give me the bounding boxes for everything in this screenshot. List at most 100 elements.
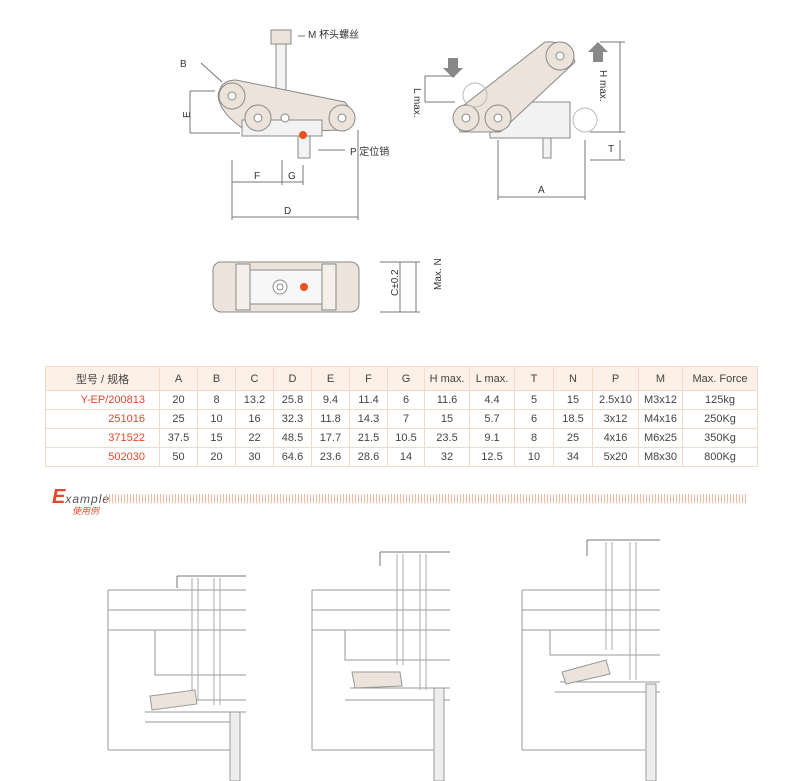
value-cell: 18.5 bbox=[553, 409, 593, 429]
value-cell: 3x12 bbox=[592, 409, 639, 429]
header-h-max: H max. bbox=[424, 366, 470, 391]
label-max-n: Max. N bbox=[433, 258, 444, 290]
value-cell: 37.5 bbox=[159, 428, 198, 448]
label-h-max: H max. bbox=[597, 70, 608, 102]
value-cell: 4.4 bbox=[469, 390, 515, 410]
value-cell: 16 bbox=[235, 409, 274, 429]
value-cell: 250Kg bbox=[682, 409, 758, 429]
value-cell: 7 bbox=[387, 409, 425, 429]
value-cell: 14 bbox=[387, 447, 425, 467]
header-f: F bbox=[349, 366, 388, 391]
value-cell: 34 bbox=[553, 447, 593, 467]
header-max-force: Max. Force bbox=[682, 366, 758, 391]
label-l-max: L max. bbox=[411, 88, 422, 118]
model-cell: 371522 bbox=[45, 428, 160, 448]
value-cell: 11.8 bbox=[311, 409, 350, 429]
value-cell: 23.6 bbox=[311, 447, 350, 467]
label-f: F bbox=[254, 171, 260, 182]
header-d: D bbox=[273, 366, 312, 391]
value-cell: 10 bbox=[197, 409, 236, 429]
header-p: P bbox=[592, 366, 639, 391]
value-cell: 15 bbox=[424, 409, 470, 429]
value-cell: 350Kg bbox=[682, 428, 758, 448]
value-cell: 9.4 bbox=[311, 390, 350, 410]
value-cell: 6 bbox=[387, 390, 425, 410]
value-cell: 64.6 bbox=[273, 447, 312, 467]
value-cell: 20 bbox=[159, 390, 198, 410]
label-c: C±0.2 bbox=[390, 269, 401, 296]
value-cell: 25 bbox=[553, 428, 593, 448]
example-title: xample bbox=[65, 492, 111, 506]
value-cell: 5.7 bbox=[469, 409, 515, 429]
value-cell: M4x16 bbox=[638, 409, 683, 429]
value-cell: 12.5 bbox=[469, 447, 515, 467]
example-divider bbox=[106, 494, 746, 503]
model-cell: Y-EP/200813 bbox=[45, 390, 160, 410]
usage-example-1 bbox=[107, 575, 246, 781]
label-g: G bbox=[288, 171, 296, 182]
value-cell: M6x25 bbox=[638, 428, 683, 448]
model-cell: 502030 bbox=[45, 447, 160, 467]
value-cell: 15 bbox=[553, 390, 593, 410]
value-cell: M8x30 bbox=[638, 447, 683, 467]
table-header-row: 型号 / 规格 A B C D E F G H max. L max. T N … bbox=[45, 366, 758, 391]
header-t: T bbox=[514, 366, 554, 391]
value-cell: 48.5 bbox=[273, 428, 312, 448]
header-m: M bbox=[638, 366, 683, 391]
value-cell: 14.3 bbox=[349, 409, 388, 429]
usage-example-drawings bbox=[107, 539, 660, 781]
value-cell: 30 bbox=[235, 447, 274, 467]
value-cell: 125kg bbox=[682, 390, 758, 410]
spec-table: 型号 / 规格 A B C D E F G H max. L max. T N … bbox=[45, 366, 758, 467]
value-cell: 25 bbox=[159, 409, 198, 429]
value-cell: 20 bbox=[197, 447, 236, 467]
value-cell: 5x20 bbox=[592, 447, 639, 467]
header-g: G bbox=[387, 366, 425, 391]
value-cell: 17.7 bbox=[311, 428, 350, 448]
operating-view-drawing bbox=[424, 41, 625, 200]
value-cell: M3x12 bbox=[638, 390, 683, 410]
label-d: D bbox=[284, 206, 291, 217]
value-cell: 8 bbox=[514, 428, 554, 448]
value-cell: 32 bbox=[424, 447, 470, 467]
example-initial: E bbox=[52, 486, 66, 508]
side-view-drawing bbox=[189, 29, 359, 220]
label-a: A bbox=[538, 185, 545, 196]
value-cell: 10 bbox=[514, 447, 554, 467]
label-e: E bbox=[182, 111, 193, 118]
value-cell: 32.3 bbox=[273, 409, 312, 429]
label-p-pin: P 定位销 bbox=[350, 145, 389, 158]
value-cell: 13.2 bbox=[235, 390, 274, 410]
model-cell: 251016 bbox=[45, 409, 160, 429]
header-n: N bbox=[553, 366, 593, 391]
header-a: A bbox=[159, 366, 198, 391]
value-cell: 22 bbox=[235, 428, 274, 448]
value-cell: 2.5x10 bbox=[592, 390, 639, 410]
value-cell: 50 bbox=[159, 447, 198, 467]
value-cell: 11.6 bbox=[424, 390, 470, 410]
header-e: E bbox=[311, 366, 350, 391]
header-b: B bbox=[197, 366, 236, 391]
value-cell: 8 bbox=[197, 390, 236, 410]
value-cell: 11.4 bbox=[349, 390, 388, 410]
value-cell: 800Kg bbox=[682, 447, 758, 467]
usage-example-2 bbox=[311, 551, 450, 781]
top-view-drawing bbox=[212, 261, 420, 313]
value-cell: 9.1 bbox=[469, 428, 515, 448]
value-cell: 28.6 bbox=[349, 447, 388, 467]
example-subtitle: 使用例 bbox=[72, 506, 100, 516]
label-b: B bbox=[180, 59, 187, 70]
value-cell: 6 bbox=[514, 409, 554, 429]
value-cell: 4x16 bbox=[592, 428, 639, 448]
label-m-screw: M 杯头螺丝 bbox=[308, 28, 359, 41]
value-cell: 5 bbox=[514, 390, 554, 410]
header-c: C bbox=[235, 366, 274, 391]
header-model: 型号 / 规格 bbox=[45, 366, 160, 391]
value-cell: 21.5 bbox=[349, 428, 388, 448]
